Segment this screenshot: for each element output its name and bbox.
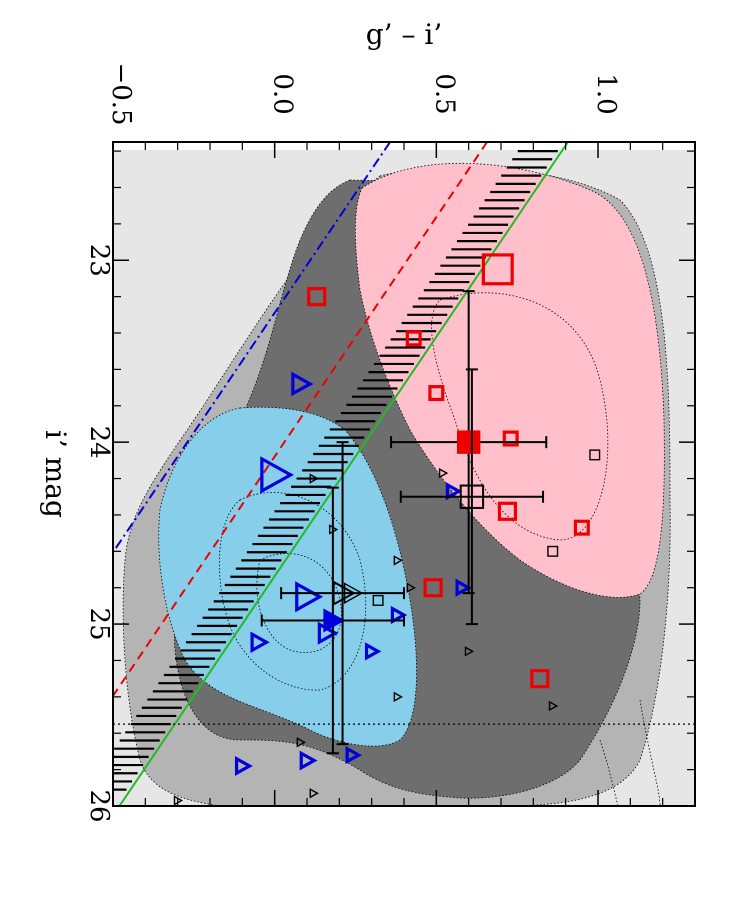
data-markers xyxy=(173,253,601,806)
black-open-square xyxy=(589,449,601,461)
mag-tick-label: 25 xyxy=(84,608,114,641)
blue-open-triangle xyxy=(299,750,318,771)
blue-open-triangle xyxy=(234,756,253,776)
color-tick-label: 1.0 xyxy=(591,73,621,114)
left-axis-title: i’ mag xyxy=(39,430,72,518)
black-open-triangle xyxy=(438,467,449,479)
color-tick-label: 0.0 xyxy=(268,73,298,114)
red-open-square xyxy=(530,669,550,689)
black-open-triangle xyxy=(393,555,403,566)
black-open-triangle xyxy=(309,788,319,799)
red-open-square xyxy=(405,330,422,347)
blue-open-triangle xyxy=(260,456,294,494)
blue-open-triangle xyxy=(345,745,362,765)
pink-red-region xyxy=(354,162,665,598)
red-open-square xyxy=(573,519,590,536)
black-open-triangle xyxy=(393,691,403,703)
red-open-square xyxy=(423,578,443,598)
black-open-triangle xyxy=(309,473,319,484)
mag-tick-label: 23 xyxy=(84,244,114,277)
blue-region xyxy=(158,406,417,747)
black-open-triangle xyxy=(548,700,559,712)
black-open-square xyxy=(372,594,384,606)
blue-open-triangle xyxy=(291,371,314,397)
red-open-square xyxy=(481,253,514,286)
red-open-square xyxy=(307,287,327,307)
red-open-square xyxy=(497,501,518,521)
black-open-triangle xyxy=(296,737,306,748)
color-tick-label: −0.5 xyxy=(106,62,136,125)
blue-open-triangle xyxy=(455,578,472,597)
blue-open-triangle xyxy=(445,482,463,501)
blue-filled-triangle-mean xyxy=(323,608,346,633)
blue-open-triangle xyxy=(364,642,382,661)
green-solid-line xyxy=(118,142,569,806)
hatched-band xyxy=(113,149,558,791)
blue-dash-dot-line xyxy=(113,142,391,555)
top-axis-title: g’ – i’ xyxy=(366,18,442,51)
blue-open-triangle xyxy=(390,605,408,625)
red-open-square xyxy=(502,430,519,447)
density-regions xyxy=(113,150,695,806)
mag-tick-label: 24 xyxy=(84,426,114,459)
red-filled-square-mean xyxy=(456,430,481,454)
black-open-triangle xyxy=(406,582,416,593)
black-open-triangle xyxy=(464,646,475,657)
black-open-square xyxy=(547,545,559,557)
black-open-triangle-mean xyxy=(332,580,356,607)
color-tick-label: 0.5 xyxy=(429,73,459,114)
mag-tick-label: 26 xyxy=(84,789,114,822)
axis-ticks: 23 24 25 26 −0.5 0.0 0.5 1.0 xyxy=(84,62,695,823)
red-open-square xyxy=(428,385,445,402)
black-open-square-mean xyxy=(459,484,485,509)
blue-open-triangle xyxy=(250,631,270,653)
blue-open-triangle xyxy=(295,581,324,613)
